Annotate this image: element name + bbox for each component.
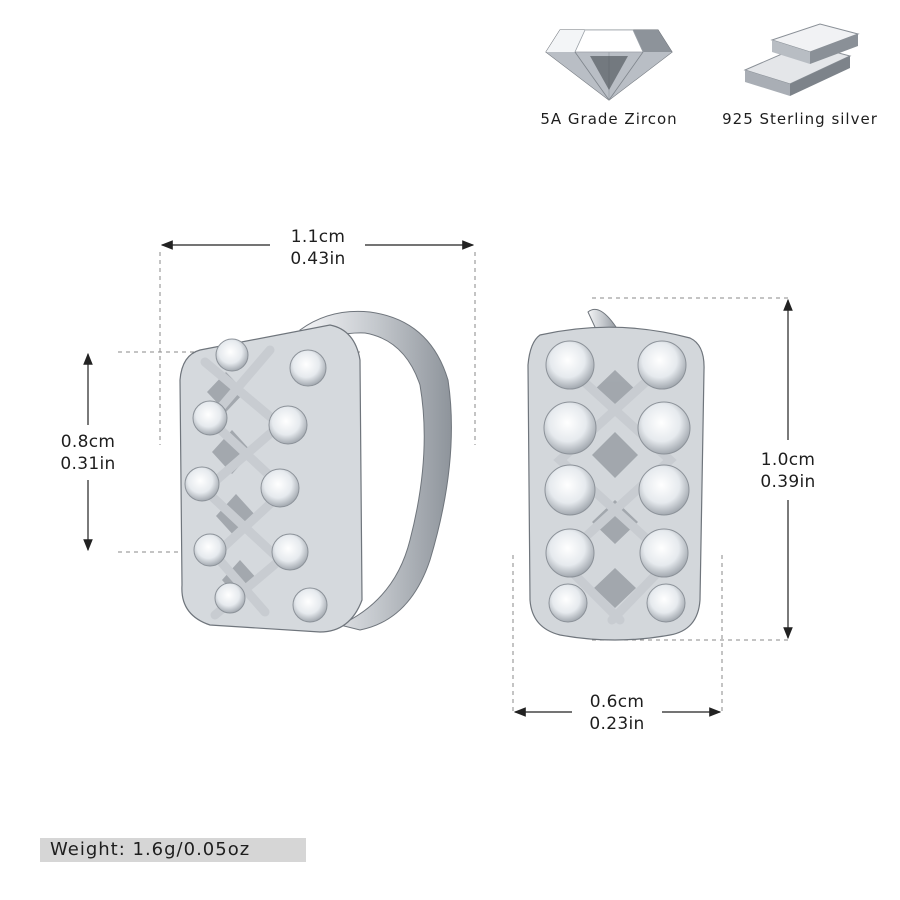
width-side-in: 0.23in [589, 714, 645, 734]
height-front-cm: 0.8cm [60, 432, 116, 452]
earring-front-view [179, 310, 452, 633]
diamond-icon [545, 29, 673, 101]
silver-bars-icon [743, 23, 860, 96]
width-side-cm: 0.6cm [589, 692, 645, 712]
height-front-in: 0.31in [60, 454, 116, 474]
dimension-label-width-front: 1.1cm 0.43in [268, 226, 368, 270]
dimension-label-width-side: 0.6cm 0.23in [567, 691, 667, 735]
feature-label-zircon: 5A Grade Zircon [540, 110, 678, 128]
dimension-label-height-front: 0.8cm 0.31in [38, 431, 138, 475]
dimension-label-height-side: 1.0cm 0.39in [738, 449, 838, 493]
width-front-cm: 1.1cm [290, 227, 346, 247]
weight-badge: Weight: 1.6g/0.05oz [40, 838, 306, 862]
earring-side-view [527, 308, 705, 641]
height-side-cm: 1.0cm [760, 450, 816, 470]
height-side-in: 0.39in [760, 472, 816, 492]
feature-label-silver: 925 Sterling silver [722, 110, 878, 128]
width-front-in: 0.43in [290, 249, 346, 269]
